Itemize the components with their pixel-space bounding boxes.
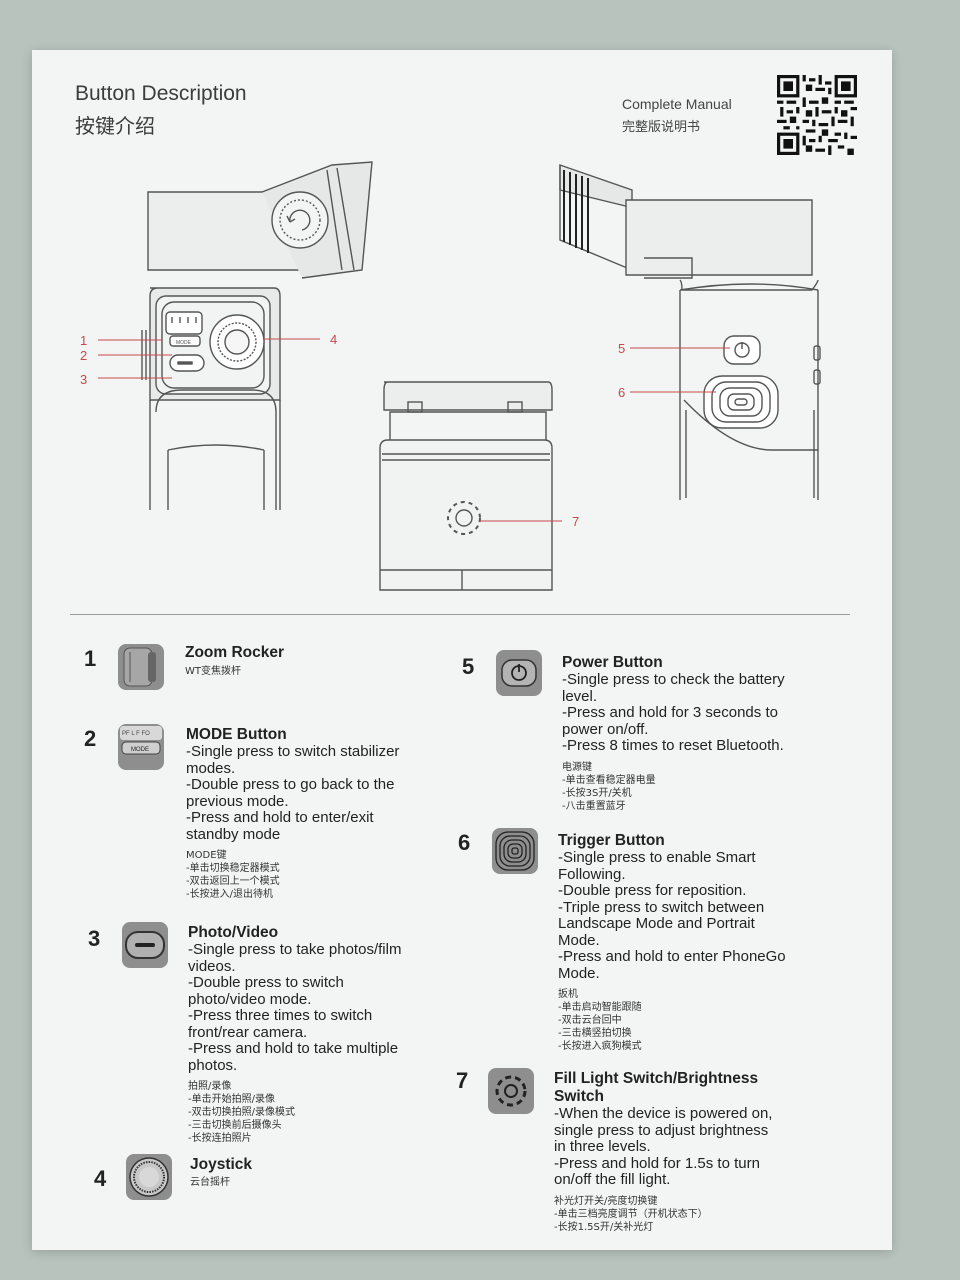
photo-video-button-icon [122,922,168,968]
item-3-text: Photo/Video -Single press to take photos… [188,924,401,1145]
callout-4: 4 [330,332,337,347]
item-description: -Single press to take photos/film videos… [188,941,402,1074]
item-title: Joystick [190,1156,253,1173]
mode-label: MODE [131,747,149,753]
item-number: 6 [458,830,471,855]
gimbal-rear-view [559,164,821,500]
zoom-rocker-icon [118,644,164,690]
item-5-text: Power Button -Single press to check the … [562,654,785,813]
item-description-chinese: 拍照/录像 -单击开始拍照/录像 -双击切换拍照/录像模式 -三击切换前后摄像头… [188,1081,295,1144]
instruction-sheet: Button Description 按键介绍 Complete Manual … [32,50,892,1250]
phone-holder-view [379,381,553,591]
item-description: -When the device is powered on, single p… [554,1105,773,1188]
item-number: 2 [84,726,97,751]
item-title: Zoom Rocker [185,644,285,661]
gimbal-illustrations: 1 2 3 4 5 6 7 MODE [80,161,821,591]
gimbal-front-view [141,161,373,510]
item-7-text: Fill Light Switch/Brightness Switch -Whe… [554,1070,772,1234]
item-subtitle: 云台摇杆 [190,1177,230,1188]
page-title: Button Description [75,82,247,105]
item-description-chinese: MODE键 -单击切换稳定器模式 -双击返回上一个模式 -长按进入/退出待机 [186,850,280,900]
item-subtitle: WT变焦拨杆 [185,666,241,677]
page-title-chinese: 按键介绍 [75,114,155,138]
item-number: 4 [94,1166,107,1191]
item-title: Trigger Button [558,832,665,849]
item-description: -Single press to enable Smart Following.… [558,849,786,982]
item-6-text: Trigger Button -Single press to enable S… [558,832,786,1053]
mode-label: MODE [176,340,192,346]
fill-light-button-icon [488,1068,534,1114]
item-title: Fill Light Switch/Brightness [554,1070,759,1087]
item-number: 1 [84,646,97,671]
item-title-continued: Switch [554,1088,604,1105]
dial-labels: PF L F FO [122,731,150,737]
item-title: Photo/Video [188,924,279,941]
trigger-button-icon [492,828,538,874]
callout-7: 7 [572,514,579,529]
section-divider [70,614,850,615]
callout-6: 6 [618,385,625,400]
qr-code-icon [777,75,857,155]
callout-1: 1 [80,333,87,348]
item-description-chinese: 扳机 -单击启动智能跟随 -双击云台回中 -三击横竖拍切换 -长按进入疯狗模式 [558,989,642,1052]
complete-manual-label: Complete Manual [622,96,732,112]
power-button-icon [496,650,542,696]
item-title: MODE Button [186,726,287,743]
callout-3: 3 [80,372,87,387]
callout-2: 2 [80,348,87,363]
item-number: 5 [462,654,475,679]
item-title: Power Button [562,654,663,671]
joystick-icon [126,1154,172,1200]
item-description-chinese: 补光灯开关/亮度切换键 -单击三档亮度调节（开机状态下） -长按1.5S开/关补… [554,1195,708,1233]
item-number: 7 [456,1068,469,1093]
callout-5: 5 [618,341,625,356]
mode-button-icon: PF L F FO MODE [118,724,164,770]
item-2-text: MODE Button -Single press to switch stab… [186,726,399,901]
complete-manual-label-chinese: 完整版说明书 [622,120,701,135]
item-description-chinese: 电源键 -单击查看稳定器电量 -长按3S开/关机 -八击重置蓝牙 [562,761,656,812]
item-description: -Single press to check the battery level… [562,671,785,754]
item-number: 3 [88,926,101,951]
item-description: -Single press to switch stabilizer modes… [186,743,400,843]
